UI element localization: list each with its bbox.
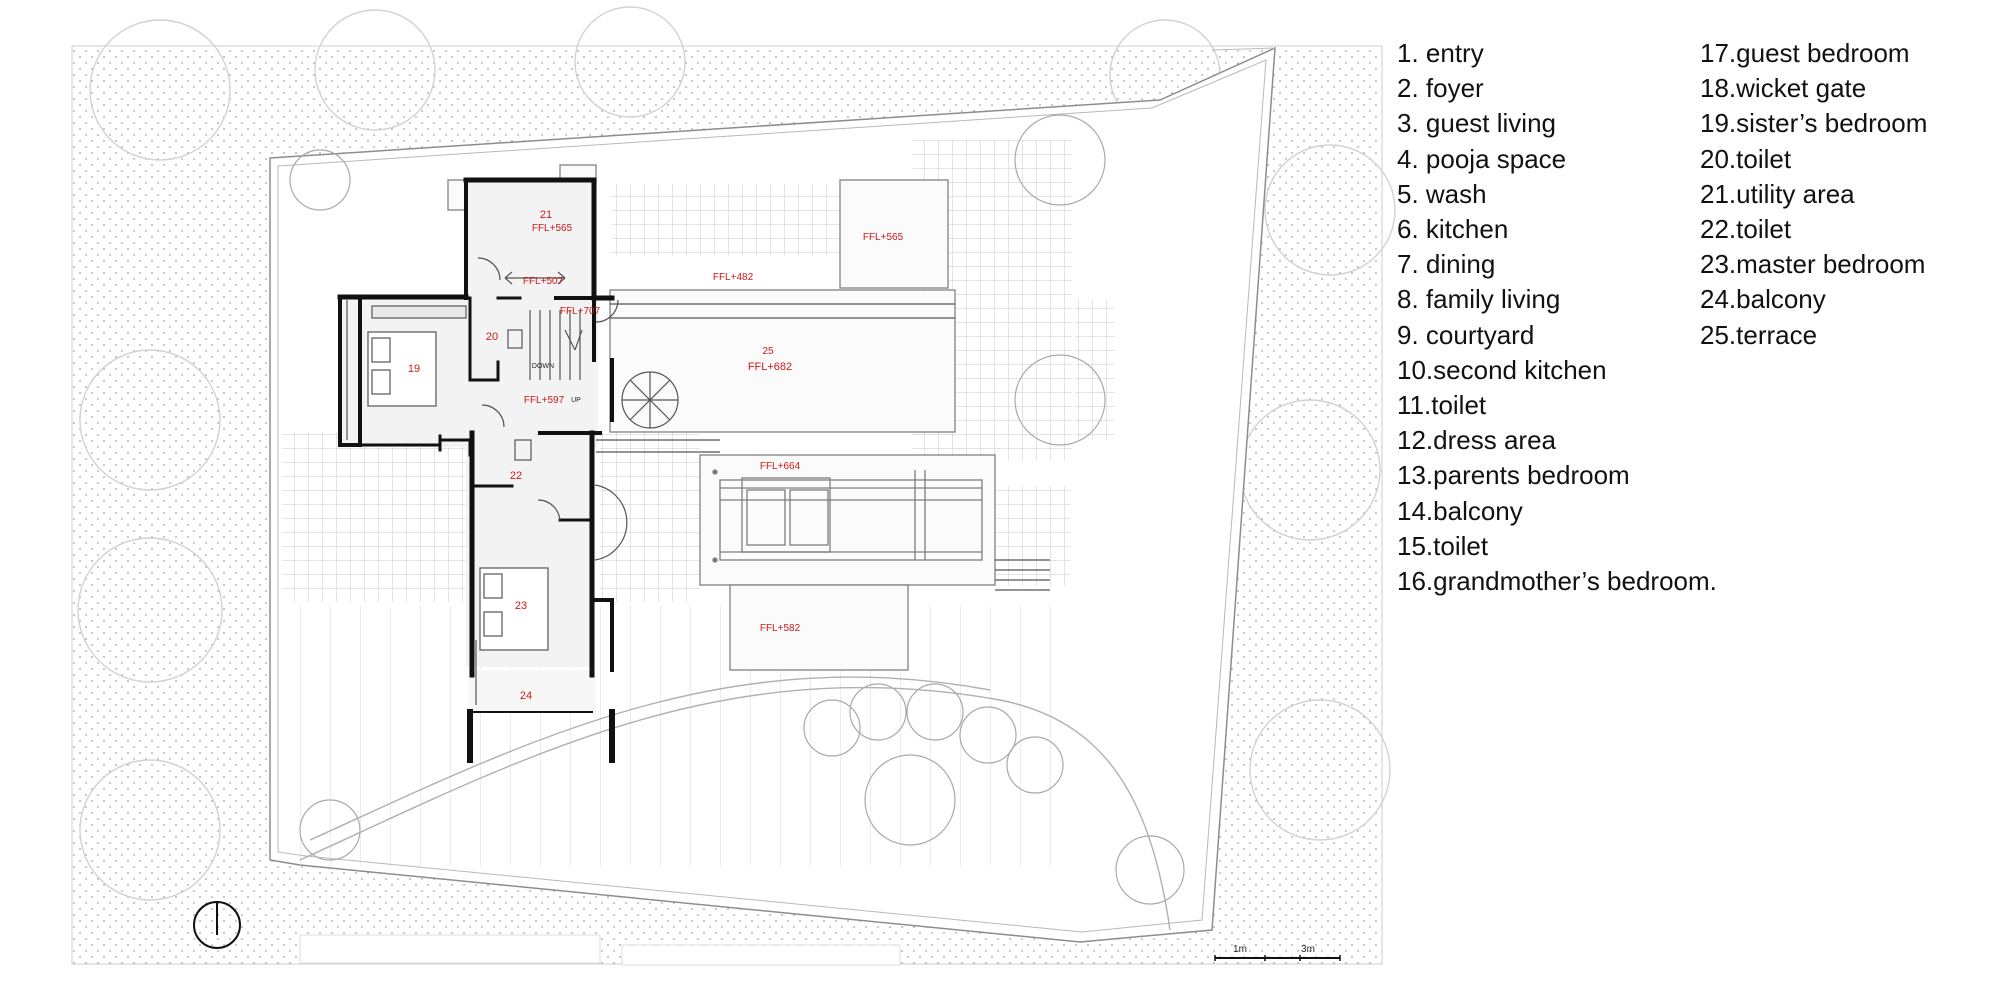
legend-item: 3. guest living [1397, 108, 1556, 139]
stair-down-label: DOWN [532, 363, 554, 370]
decks [447, 164, 996, 671]
legend-item: 15.toilet [1397, 530, 1489, 561]
legend-item: 16.grandmother’s bedroom. [1397, 566, 1717, 597]
room-legend-right: 17.guest bedroom 18.wicket gate 19.sister’… [1700, 36, 1927, 353]
room-19-label: 19 [408, 363, 420, 375]
legend-item: 17.guest bedroom [1700, 38, 1910, 68]
level-deck-bottom-label: FFL+582 [760, 623, 801, 634]
legend-item: 8. family living [1397, 284, 1561, 315]
legend-item: 1. entry [1397, 38, 1484, 68]
legend-item: 21.utility area [1700, 178, 1855, 209]
legend-item: 18.wicket gate [1700, 73, 1867, 104]
legend-item: 9. courtyard [1397, 319, 1535, 350]
interior-details [346, 257, 1050, 705]
scale-bar: 1m 3m [1214, 944, 1341, 961]
level-passage-label: FFL+507 [523, 276, 564, 287]
legend-item: 23.master bedroom [1700, 249, 1926, 280]
legend-item: 10.second kitchen [1397, 354, 1607, 385]
stair-up-label: UP [571, 397, 581, 404]
legend-item: 12.dress area [1397, 425, 1556, 456]
room-23-label: 23 [515, 600, 527, 612]
background-trees [77, 6, 1396, 901]
scale-3m-label: 3m [1301, 944, 1315, 955]
legend-item: 6. kitchen [1397, 214, 1509, 245]
garden-lawn [299, 676, 1171, 931]
legend-item: 7. dining [1397, 249, 1496, 280]
level-deck-mid-label: FFL+664 [760, 461, 801, 472]
level-deck-right-label: FFL+565 [863, 232, 904, 243]
legend-item: 2. foyer [1397, 73, 1484, 104]
legend-item: 5. wash [1397, 178, 1487, 209]
deck-frame [712, 469, 983, 563]
room-24-label: 24 [520, 690, 532, 702]
level-hall-label: FFL+597 [524, 395, 565, 406]
legend-item: 22.toilet [1700, 214, 1792, 245]
room-25-label: 25 [762, 346, 774, 357]
level-terrace-label: FFL+682 [748, 361, 792, 373]
level-landing-label: FFL+707 [560, 306, 601, 317]
legend-item: 14.balcony [1397, 495, 1523, 526]
legend-item: 13.parents bedroom [1397, 460, 1630, 491]
legend-item: 20.toilet [1700, 143, 1792, 174]
walls [337, 177, 615, 763]
room-legend-left: 1. entry 2. foyer 3. guest living 4. pooja … [1397, 36, 1717, 599]
legend-item: 25.terrace [1700, 319, 1818, 350]
level-utility-label: FFL+565 [532, 223, 573, 234]
shrubs [289, 114, 1185, 905]
legend-item: 19.sister’s bedroom [1700, 108, 1928, 139]
legend-item: 4. pooja space [1397, 143, 1567, 174]
north-arrow-icon [193, 901, 241, 949]
room-22-label: 22 [510, 470, 522, 482]
room-21-label: 21 [540, 209, 552, 221]
legend-item: 11.toilet [1397, 390, 1487, 421]
scale-1m-label: 1m [1233, 944, 1247, 955]
room-20-label: 20 [486, 331, 498, 343]
level-deck-top-label: FFL+482 [713, 272, 754, 283]
legend-item: 24.balcony [1700, 284, 1826, 315]
